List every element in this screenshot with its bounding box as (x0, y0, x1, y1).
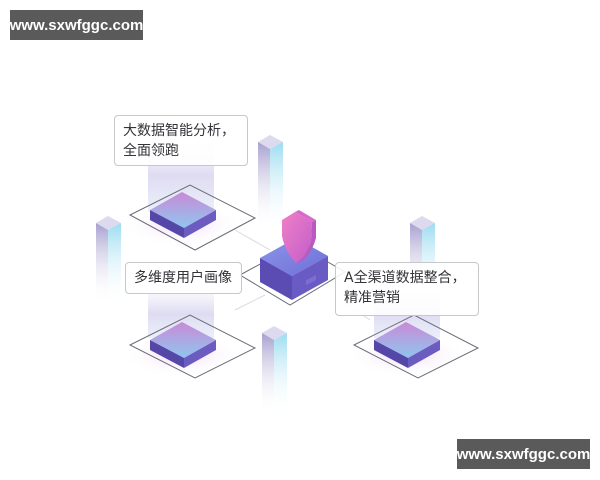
feature-label-line: 全面领跑 (123, 143, 179, 159)
watermark-top-left: www.sxwfggc.com (10, 10, 143, 40)
pillar-left (96, 216, 121, 305)
pillar-top-center (258, 135, 283, 230)
watermark-bottom-right: www.sxwfggc.com (457, 439, 590, 469)
feature-label-omnichannel: A全渠道数据整合， 精准营销 (335, 262, 479, 316)
pillar-bottom-center (262, 326, 287, 415)
feature-label-line: 大数据智能分析， (123, 123, 235, 139)
feature-label-user-profile: 多维度用户画像 (125, 262, 242, 294)
feature-label-big-data: 大数据智能分析， 全面领跑 (114, 115, 248, 166)
feature-label-line: 多维度用户画像 (134, 270, 232, 286)
shield-server-icon (238, 210, 346, 306)
feature-label-line: A全渠道数据整合， (344, 270, 466, 286)
platform-tile-left (122, 290, 257, 379)
feature-label-line: 精准营销 (344, 290, 400, 306)
